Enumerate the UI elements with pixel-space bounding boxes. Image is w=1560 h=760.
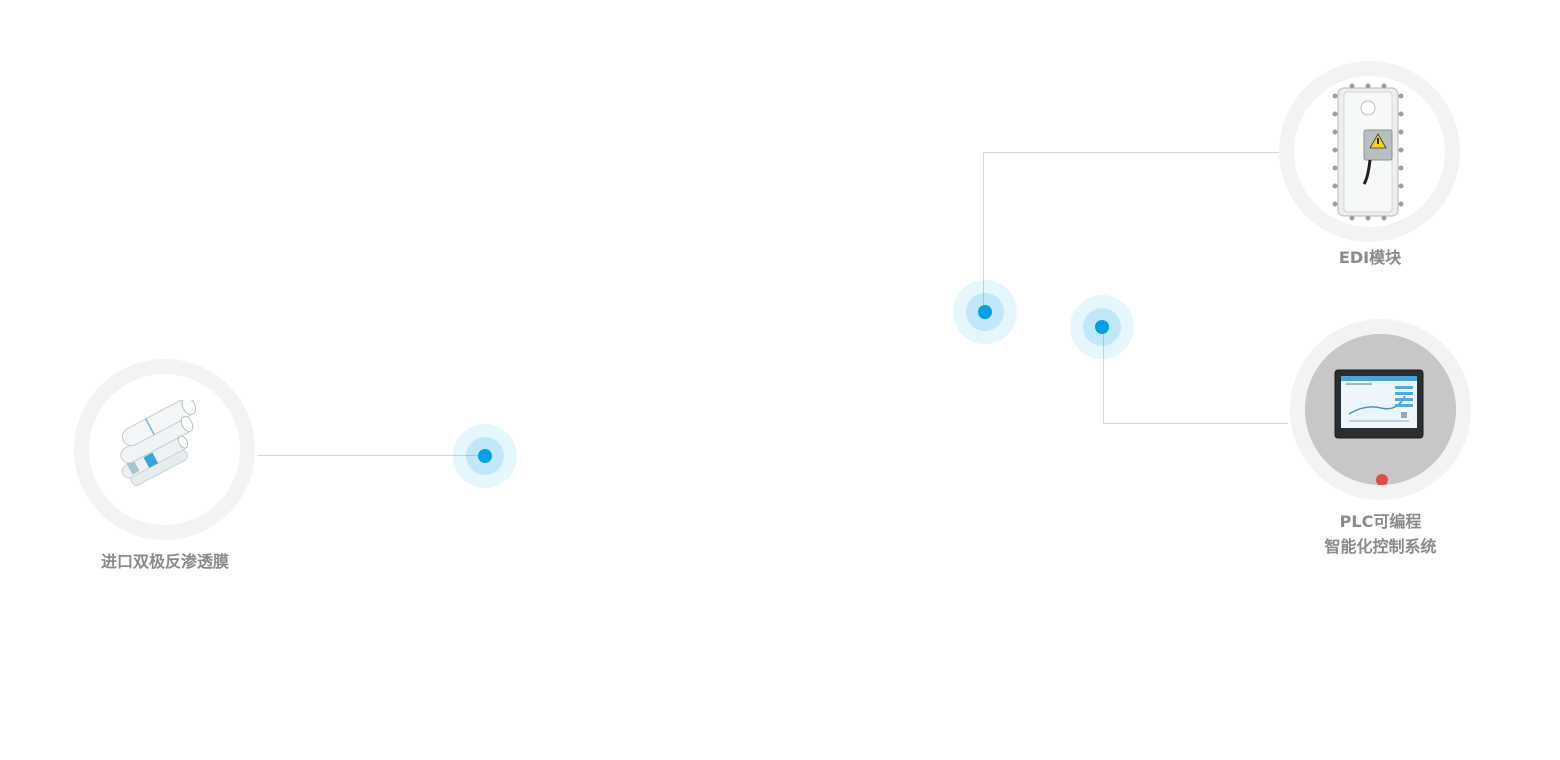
plc-system-image-frame	[1305, 334, 1456, 485]
ro-membrane-icon	[119, 399, 196, 486]
edi-module-hotspot[interactable]	[953, 280, 1017, 344]
hotspot-halo	[466, 437, 504, 475]
edi-module-image-frame	[1294, 76, 1445, 227]
label-line: 进口双极反渗透膜	[100, 552, 229, 571]
label-line: EDI模块	[1338, 248, 1402, 267]
edi-module-label: EDI模块	[1290, 245, 1450, 270]
ro-membrane-label: 进口双极反渗透膜	[70, 549, 260, 574]
plc-touchscreen-icon	[1305, 334, 1456, 485]
plc-system-ring[interactable]	[1290, 319, 1471, 500]
ro-connector-line	[257, 455, 485, 456]
plc-system-label: PLC可编程 智能化控制系统	[1290, 509, 1471, 559]
hotspot-halo	[966, 293, 1004, 331]
hotspot-dot	[478, 449, 492, 463]
hotspot-halo	[1083, 308, 1121, 346]
label-line: 智能化控制系统	[1324, 537, 1437, 556]
ro-membrane-hotspot[interactable]	[453, 424, 517, 488]
edi-module-icon	[1332, 83, 1403, 220]
edi-connector-line-v	[983, 152, 984, 310]
label-line: PLC可编程	[1339, 512, 1422, 531]
ro-membrane-image-frame	[89, 374, 240, 525]
plc-connector-line-h	[1103, 423, 1288, 424]
edi-connector-line-h	[983, 152, 1293, 153]
hotspot-dot	[978, 305, 992, 319]
plc-connector-line-v	[1103, 327, 1104, 424]
hotspot-dot	[1095, 320, 1109, 334]
edi-module-ring[interactable]	[1279, 61, 1460, 242]
ro-membrane-ring[interactable]	[74, 359, 255, 540]
plc-system-hotspot[interactable]	[1070, 295, 1134, 359]
